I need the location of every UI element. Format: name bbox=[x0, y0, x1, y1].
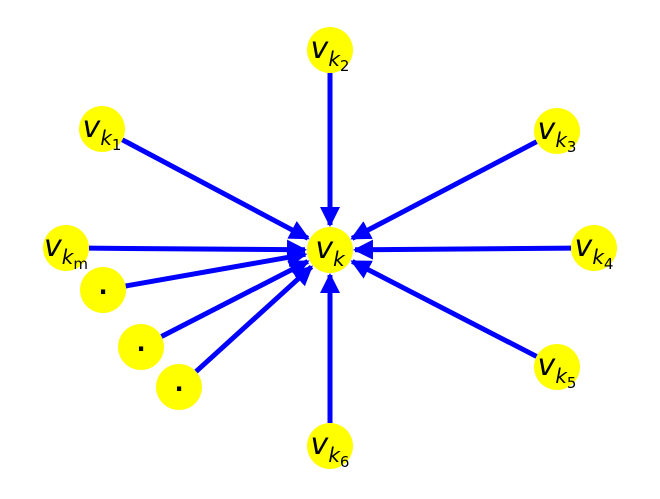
node-k1-circle bbox=[79, 106, 125, 152]
center-node-vk-circle bbox=[307, 227, 353, 273]
edge-k1-to-center bbox=[121, 137, 310, 241]
node-label-k6: vk6 bbox=[311, 427, 350, 471]
ellipsis-node-3-circle bbox=[156, 364, 202, 410]
node-label-k4: vk4 bbox=[575, 229, 614, 273]
node-k5: vk5 bbox=[534, 344, 580, 392]
node-k2: vk2 bbox=[307, 27, 353, 75]
ellipsis-node-2-circle bbox=[118, 324, 164, 370]
node-k3-circle bbox=[534, 108, 580, 154]
node-k6-circle bbox=[307, 423, 353, 469]
ellipsis-node-2: . bbox=[118, 324, 164, 370]
node-k3: vk3 bbox=[534, 108, 580, 156]
node-km-circle bbox=[43, 225, 89, 271]
node-label-k3: vk3 bbox=[538, 112, 577, 156]
node-label-k5: vk5 bbox=[538, 348, 577, 392]
node-km: vkm bbox=[43, 225, 89, 273]
node-label-k1: vk1 bbox=[83, 110, 122, 154]
node-k5-circle bbox=[534, 344, 580, 390]
ellipsis-node-1-circle bbox=[80, 267, 126, 313]
edge-ellipsis-2-to-center bbox=[160, 259, 310, 339]
edge-k5-to-center bbox=[350, 259, 538, 359]
node-k6: vk6 bbox=[307, 423, 353, 471]
node-k2-circle bbox=[307, 27, 353, 73]
edge-k4-to-center bbox=[352, 239, 572, 260]
node-k4: vk4 bbox=[571, 225, 617, 273]
nodes-layer: vk1 vk2 vk3 vk4 vk5 vk6 vkm... vk bbox=[43, 27, 617, 471]
node-k1: vk1 bbox=[79, 106, 125, 154]
node-label-km: vkm bbox=[44, 229, 88, 273]
edge-ellipsis-3-to-center bbox=[194, 264, 314, 374]
center-node-vk: vk bbox=[307, 227, 353, 273]
center-node-label: vk bbox=[315, 231, 346, 271]
node-k4-circle bbox=[571, 225, 617, 271]
edges-layer bbox=[88, 73, 572, 423]
node-label-k2: vk2 bbox=[311, 31, 350, 75]
ellipsis-node-label-3: . bbox=[174, 369, 183, 397]
ellipsis-node-label-1: . bbox=[98, 272, 107, 300]
edge-ellipsis-1-to-center bbox=[125, 247, 308, 289]
edge-k3-to-center bbox=[350, 139, 538, 241]
ellipsis-node-3: . bbox=[156, 364, 202, 410]
edge-km-to-center bbox=[88, 239, 308, 260]
ellipsis-node-1: . bbox=[80, 267, 126, 313]
ellipsis-node-label-2: . bbox=[136, 329, 145, 357]
